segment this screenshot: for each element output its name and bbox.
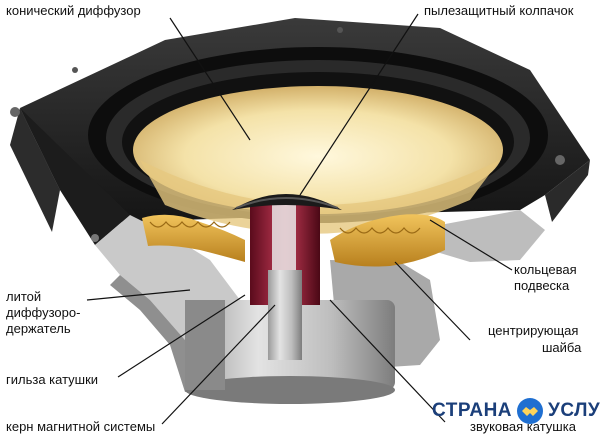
label-former: гильза катушки <box>6 372 99 387</box>
label-pole: керн магнитной системы <box>6 419 156 434</box>
mount-screws <box>10 27 565 242</box>
leader-lines <box>86 13 513 425</box>
label-dust-cap: пылезащитный колпачок <box>424 3 574 18</box>
watermark-text-left: СТРАНА <box>432 400 513 421</box>
label-surround-1: кольцевая <box>514 262 577 277</box>
label-cone: конический диффузор <box>6 3 141 18</box>
dust-cap <box>232 194 342 210</box>
label-spider-1: центрирующая <box>488 323 579 338</box>
label-basket-3: держатель <box>6 321 71 336</box>
label-surround-2: подвеска <box>514 278 570 293</box>
spider <box>142 214 445 267</box>
pole-piece <box>268 270 302 360</box>
label-basket-2: диффузоро- <box>6 305 81 320</box>
watermark-text-right: УСЛУГ <box>548 400 600 421</box>
label-basket-1: литой <box>6 289 42 304</box>
label-voice-coil: звуковая катушка <box>470 419 576 434</box>
handshake-icon <box>517 398 544 424</box>
label-spider-2: шайба <box>542 340 582 355</box>
watermark-logo: СТРАНА УСЛУГ <box>432 396 600 426</box>
